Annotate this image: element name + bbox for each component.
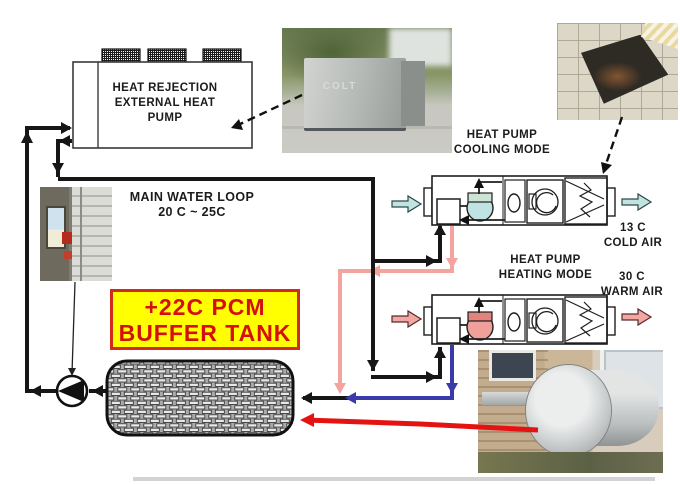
photo-external-heat-pump: COLT <box>282 28 452 153</box>
photo-ceiling-unit <box>557 23 678 120</box>
photo-tank-pipe <box>481 391 538 406</box>
arrowhead-up-icon <box>474 297 484 307</box>
fan-section <box>526 179 564 224</box>
photo-ground <box>478 452 663 473</box>
dashed-arrow <box>602 116 624 171</box>
photo-tank-face <box>526 364 612 456</box>
warm-air-outlet-arrow-icon <box>621 307 653 327</box>
fan-grille-icon <box>202 48 242 63</box>
arrowhead-left-icon <box>59 135 70 147</box>
photo-buffer-tank <box>478 350 663 473</box>
pipe-black-arrowheads <box>21 122 446 404</box>
heat-rejection-label: HEAT REJECTION EXTERNAL HEAT PUMP <box>112 82 218 124</box>
pcm-buffer-tank-label: +22C PCM BUFFER TANK <box>110 289 300 350</box>
photo-window <box>489 350 536 381</box>
arrowhead-right-icon <box>426 371 437 383</box>
cold-air-inlet-arrow-icon <box>391 194 423 214</box>
cold-air-label: 13 C COLD AIR <box>603 222 663 249</box>
fan-grille-icon <box>101 48 141 63</box>
arrowhead-left-icon <box>92 385 103 397</box>
main-water-loop-label: MAIN WATER LOOP 20 C ~ 25C <box>129 190 255 219</box>
ahu-cooling-unit <box>423 175 616 226</box>
pipe-blue-heating-return <box>345 345 458 404</box>
ahu-heating-unit <box>423 294 616 345</box>
photo-wall-opening <box>45 205 66 250</box>
pipe-red-tank-link <box>300 413 539 433</box>
filter-section <box>564 296 608 344</box>
arrowhead-left-icon <box>301 392 312 404</box>
photo-unit-side <box>401 60 425 126</box>
photo-wall-valve <box>64 250 73 259</box>
hx-box <box>436 198 461 225</box>
hx-box <box>436 317 461 344</box>
arrowhead-left-icon <box>345 392 356 404</box>
arrowhead-down-icon <box>367 360 379 371</box>
arrowhead-right-icon <box>426 255 437 267</box>
arrowhead-down-icon <box>446 383 458 394</box>
buffer-tank <box>105 359 295 437</box>
photo-wall-valve <box>61 232 72 245</box>
arrowhead-left-icon <box>459 215 469 225</box>
arrowhead-up-icon <box>474 178 484 188</box>
photo-pointer-arrows <box>235 93 624 171</box>
arrowhead-left-icon <box>231 119 243 130</box>
arrowhead-left-icon <box>30 385 41 397</box>
heating-mode-label: HEAT PUMP HEATING MODE <box>498 254 593 281</box>
arrowhead-down-icon <box>601 162 612 174</box>
filter-section <box>564 177 608 225</box>
pump-icon <box>55 281 89 408</box>
heat-rejection-box <box>72 48 253 149</box>
arrowhead-up-icon <box>434 224 446 235</box>
photo-wall-pipes <box>40 187 112 281</box>
pipe-main-water-loop <box>25 126 442 400</box>
arrowhead-up-icon <box>434 347 446 358</box>
arrowhead-down-icon <box>446 258 458 269</box>
photo-unit-body <box>304 58 407 131</box>
cropped-caption-remnant <box>133 477 655 481</box>
fan-grille-icon <box>147 48 187 63</box>
warm-air-label: 30 C WARM AIR <box>600 271 664 298</box>
arrowhead-down-icon <box>68 368 76 376</box>
photo-ceiling-glow <box>593 61 642 91</box>
arrowhead-up-icon <box>21 131 33 143</box>
cold-air-outlet-arrow-icon <box>621 192 653 212</box>
fan-section <box>526 298 564 343</box>
arrowhead-down-icon <box>334 383 346 394</box>
warm-air-inlet-arrow-icon <box>391 309 423 329</box>
photo-wall-pipe <box>79 187 82 281</box>
arrowhead-down-icon <box>52 163 64 174</box>
cooling-mode-label: HEAT PUMP COOLING MODE <box>453 129 551 156</box>
arrowhead-right-icon <box>61 122 72 134</box>
arrowhead-left-icon <box>459 334 469 344</box>
arrowhead-left-icon <box>300 413 314 427</box>
photo-unit-brand: COLT <box>322 80 358 92</box>
